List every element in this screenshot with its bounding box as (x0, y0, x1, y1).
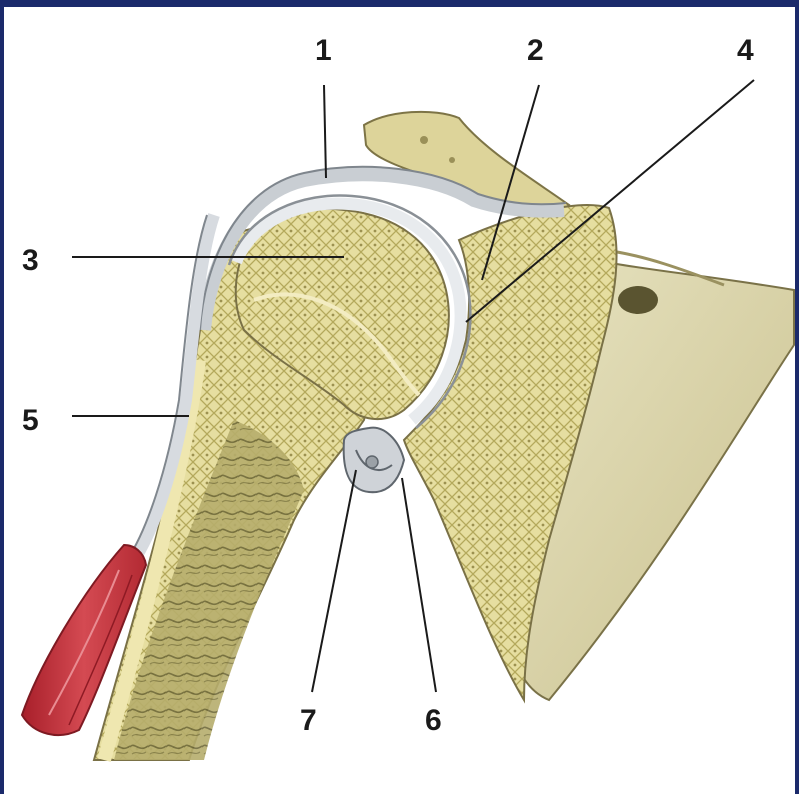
label-6: 6 (425, 704, 442, 737)
label-3: 3 (22, 244, 39, 277)
label-1: 1 (315, 34, 332, 67)
label-5: 5 (22, 404, 39, 437)
label-2: 2 (527, 34, 544, 67)
suprascapular-notch (618, 286, 658, 314)
shoulder-joint-illustration: 1 2 4 3 5 7 6 (4, 0, 795, 794)
leader-6 (402, 478, 436, 692)
leader-7 (312, 470, 356, 692)
label-7: 7 (300, 704, 317, 737)
label-4: 4 (737, 34, 754, 67)
leader-1 (324, 85, 326, 178)
